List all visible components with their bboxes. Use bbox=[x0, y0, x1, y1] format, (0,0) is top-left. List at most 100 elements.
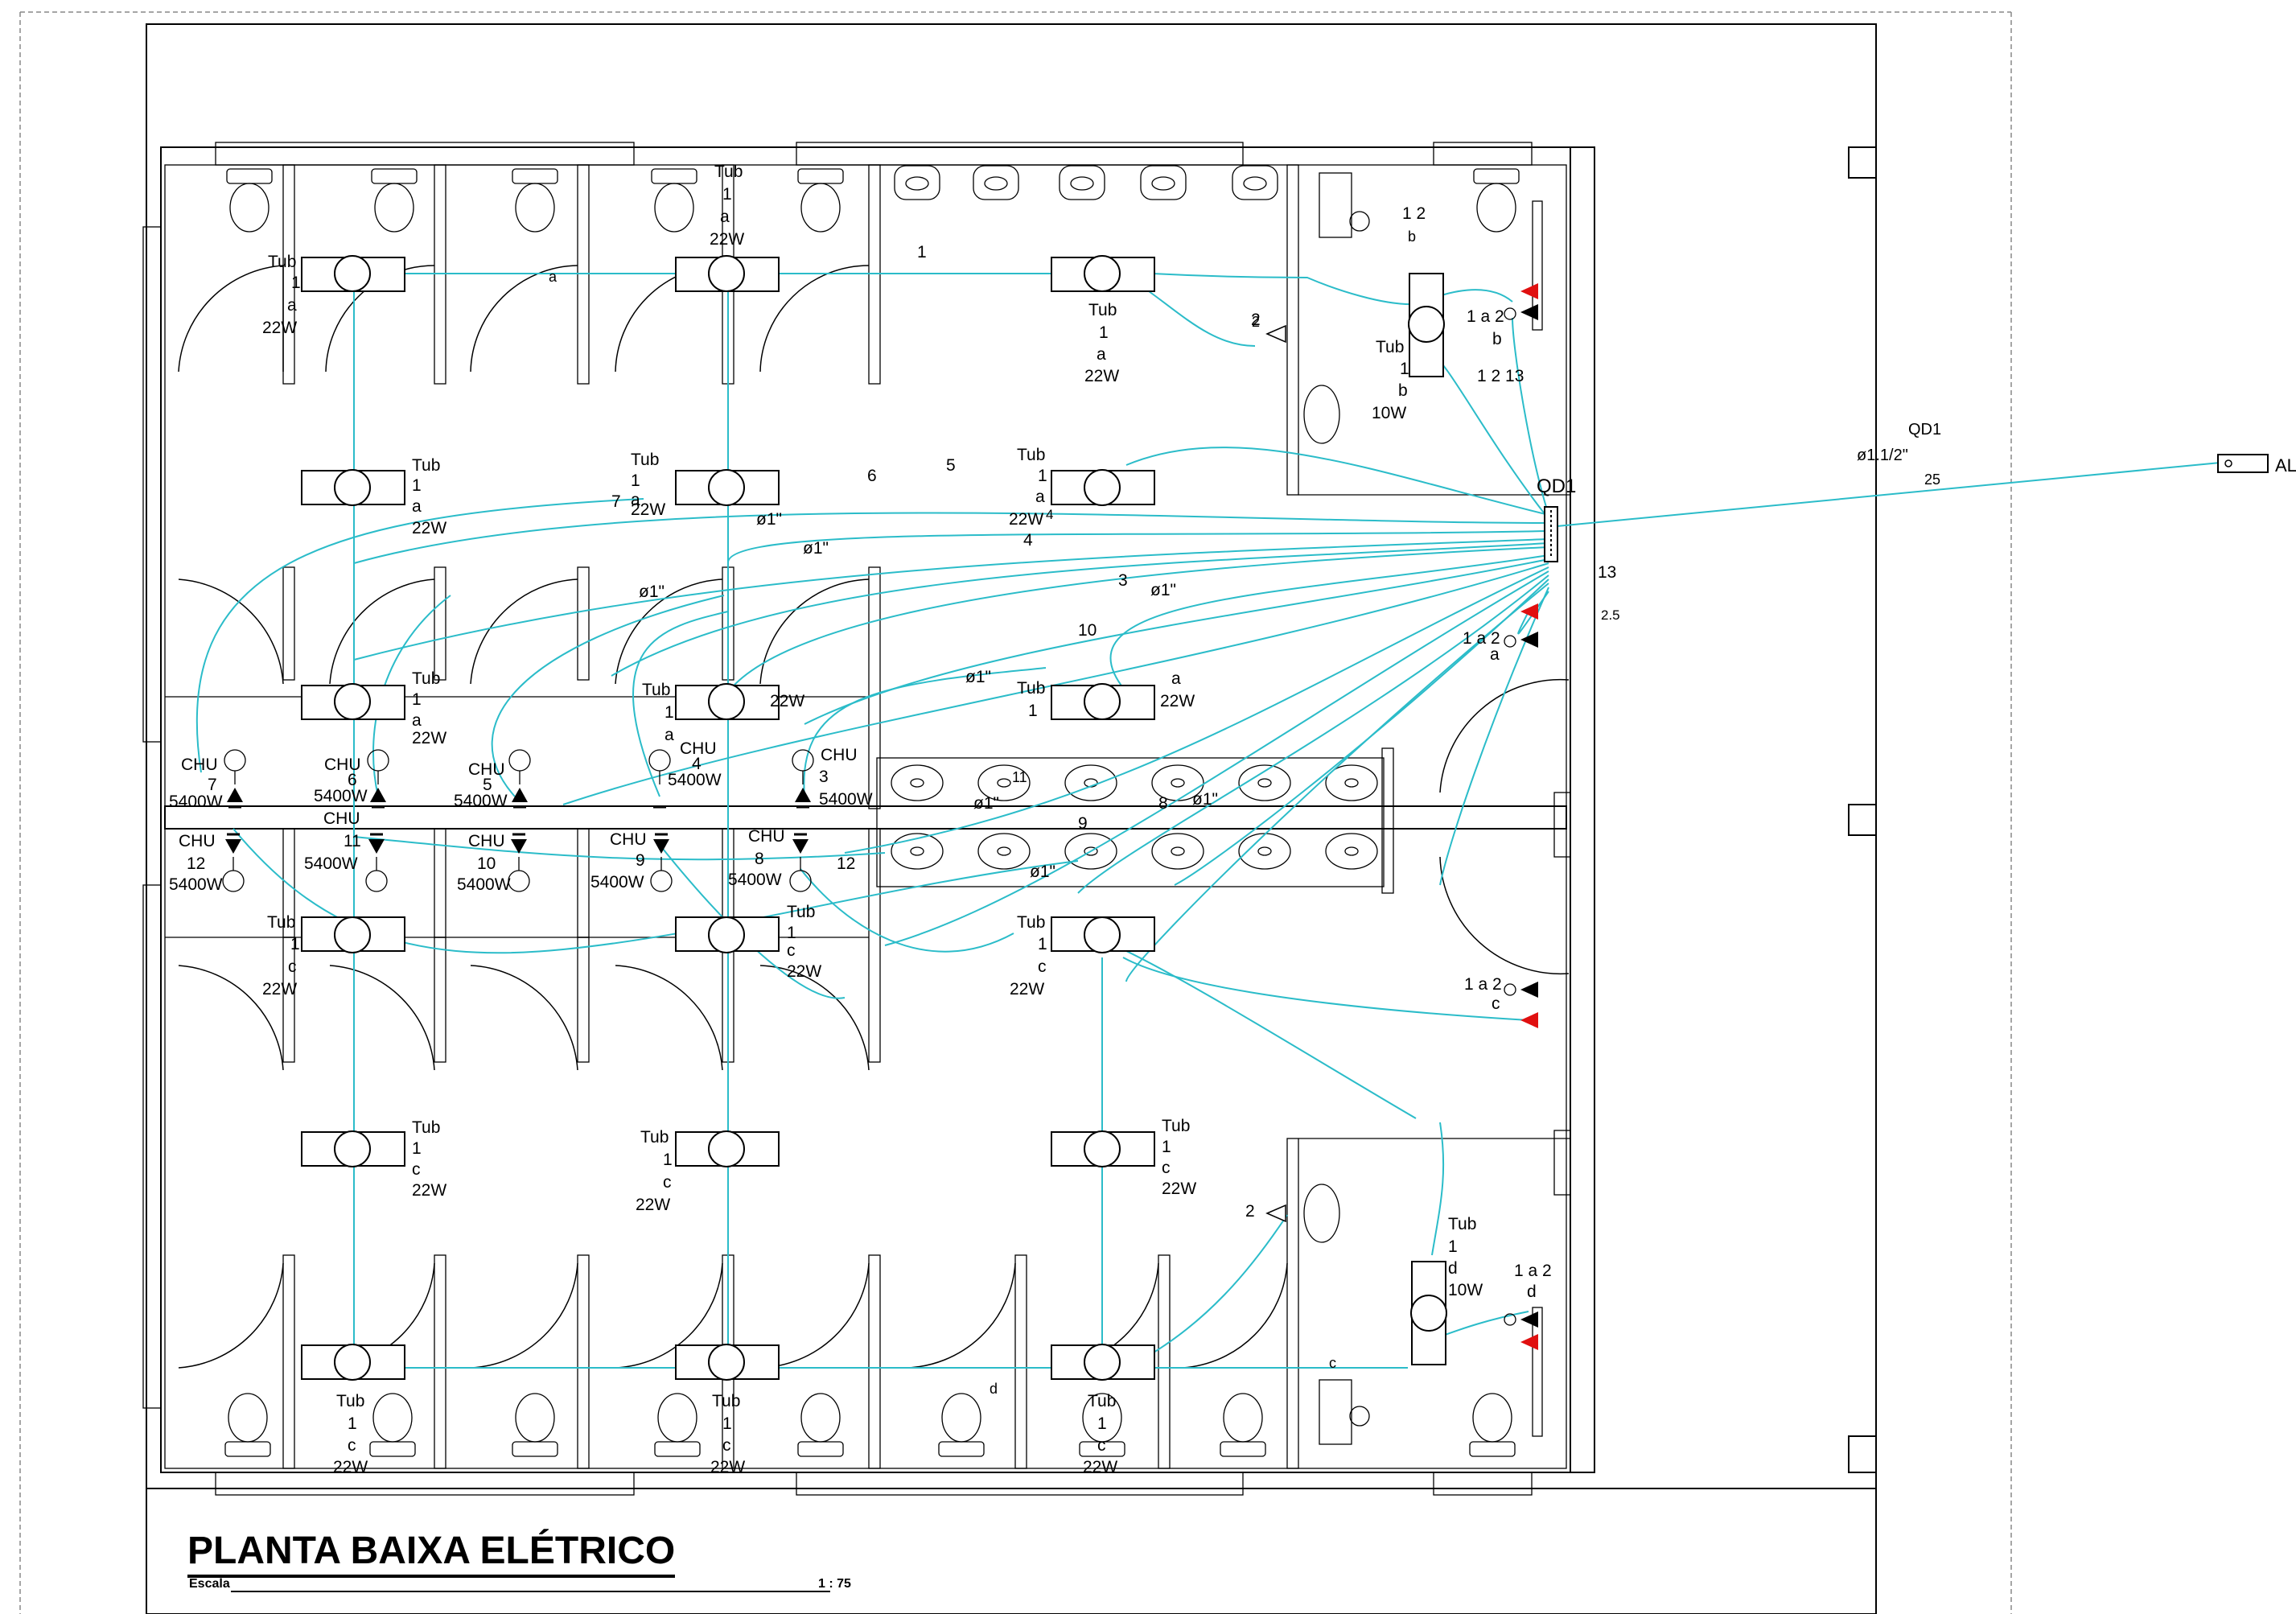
svg-text:22W: 22W bbox=[710, 1458, 745, 1476]
svg-text:7: 7 bbox=[208, 776, 217, 794]
svg-text:Tub: Tub bbox=[1088, 301, 1117, 319]
svg-text:1 a 2: 1 a 2 bbox=[1463, 629, 1500, 648]
svg-text:5400W: 5400W bbox=[454, 792, 508, 810]
svg-text:1: 1 bbox=[412, 476, 422, 495]
svg-text:CHU: CHU bbox=[610, 830, 647, 849]
circuit-label: 7 bbox=[611, 492, 621, 511]
svg-text:a: a bbox=[631, 491, 640, 509]
svg-text:22W: 22W bbox=[412, 729, 446, 747]
circuit-label: 1 2 13 bbox=[1477, 367, 1524, 385]
svg-text:22W: 22W bbox=[1010, 980, 1044, 998]
panel-label: QD1 bbox=[1537, 476, 1576, 497]
svg-text:c: c bbox=[412, 1160, 421, 1179]
circuit-label: a bbox=[549, 269, 558, 285]
drawing-title-block: PLANTA BAIXA ELÉTRICO bbox=[187, 1529, 676, 1578]
svg-text:1: 1 bbox=[1448, 1237, 1458, 1256]
svg-text:CHU: CHU bbox=[181, 756, 218, 774]
svg-text:b: b bbox=[1492, 330, 1502, 348]
svg-text:c: c bbox=[1038, 957, 1047, 976]
circuit-label: 11 bbox=[1012, 769, 1027, 785]
svg-text:1: 1 bbox=[348, 1414, 357, 1433]
lamp-label: Tub 1 c 22W bbox=[1010, 913, 1047, 998]
svg-text:1: 1 bbox=[1028, 702, 1038, 720]
svg-text:1 a 2: 1 a 2 bbox=[1464, 975, 1502, 994]
conduit-size-label: ø1" bbox=[1150, 581, 1176, 599]
circuit-label: b bbox=[1408, 229, 1416, 245]
circuit-label: 10 bbox=[1078, 621, 1097, 640]
svg-text:Tub: Tub bbox=[787, 903, 815, 921]
svg-text:12: 12 bbox=[187, 854, 205, 873]
svg-text:1 a 2: 1 a 2 bbox=[1514, 1262, 1552, 1280]
svg-text:1: 1 bbox=[722, 1414, 732, 1433]
conduit-size-label: ø1" bbox=[1030, 863, 1055, 881]
scale-underline bbox=[231, 1591, 830, 1592]
circuit-label: 3 bbox=[1118, 571, 1128, 590]
svg-text:5400W: 5400W bbox=[304, 854, 358, 873]
switch-label: 1 a 2a bbox=[1463, 629, 1500, 664]
svg-text:Tub: Tub bbox=[268, 253, 296, 271]
circuit-label: 12 bbox=[837, 854, 855, 873]
svg-text:c: c bbox=[288, 957, 297, 976]
circuit-label: 6 bbox=[867, 467, 877, 485]
svg-text:a: a bbox=[1171, 669, 1181, 688]
scale-label: Escala bbox=[189, 1577, 230, 1591]
svg-text:b: b bbox=[1398, 381, 1408, 400]
svg-text:1: 1 bbox=[1097, 1414, 1107, 1433]
svg-text:22W: 22W bbox=[1009, 510, 1043, 529]
outlet-circuit-label: 2 bbox=[1251, 311, 1261, 329]
svg-text:5400W: 5400W bbox=[314, 787, 368, 805]
svg-text:1: 1 bbox=[412, 690, 422, 709]
circuit-label: d bbox=[990, 1381, 998, 1397]
svg-text:c: c bbox=[1097, 1436, 1106, 1455]
circuit-label: 2 bbox=[1252, 314, 1260, 330]
circuit-label: c bbox=[1329, 1355, 1336, 1371]
svg-text:Tub: Tub bbox=[631, 451, 659, 469]
svg-text:11: 11 bbox=[344, 832, 361, 850]
svg-text:1: 1 bbox=[787, 924, 796, 942]
switch-label: 1 a 2 b bbox=[1467, 307, 1504, 348]
conduit-size-label: ø1" bbox=[965, 668, 991, 686]
light-fixtures bbox=[301, 255, 1447, 1381]
svg-text:c: c bbox=[1162, 1159, 1171, 1177]
svg-text:Tub: Tub bbox=[1017, 913, 1045, 932]
svg-text:1: 1 bbox=[1099, 323, 1109, 342]
svg-text:Tub: Tub bbox=[412, 456, 440, 475]
svg-text:10W: 10W bbox=[1448, 1281, 1483, 1299]
svg-text:c: c bbox=[348, 1436, 356, 1455]
svg-text:1 a 2: 1 a 2 bbox=[1467, 307, 1504, 326]
svg-text:Tub: Tub bbox=[714, 163, 743, 181]
outlet-markers bbox=[1265, 283, 1538, 1350]
svg-text:CHU: CHU bbox=[323, 809, 360, 828]
svg-text:Tub: Tub bbox=[642, 681, 670, 699]
shower-label: CHU 11 5400W bbox=[304, 809, 361, 873]
svg-text:5400W: 5400W bbox=[668, 771, 722, 789]
svg-text:22W: 22W bbox=[1160, 692, 1195, 710]
svg-text:1: 1 bbox=[1038, 935, 1047, 953]
svg-text:CHU: CHU bbox=[821, 746, 858, 764]
service-cable-label: 25 bbox=[1924, 471, 1940, 488]
conduit-size-label: ø1" bbox=[973, 794, 999, 813]
toilet-fixtures bbox=[224, 168, 1520, 1457]
scale-value: 1 : 75 bbox=[818, 1577, 851, 1591]
svg-text:22W: 22W bbox=[262, 319, 297, 337]
shower-points bbox=[222, 749, 814, 892]
circuit-label: 4 bbox=[1023, 531, 1033, 550]
svg-text:1: 1 bbox=[1400, 360, 1409, 378]
circuit-label: 9 bbox=[1078, 814, 1088, 833]
svg-text:1: 1 bbox=[290, 935, 300, 953]
svg-text:a: a bbox=[1035, 488, 1045, 506]
svg-text:3: 3 bbox=[819, 768, 829, 786]
